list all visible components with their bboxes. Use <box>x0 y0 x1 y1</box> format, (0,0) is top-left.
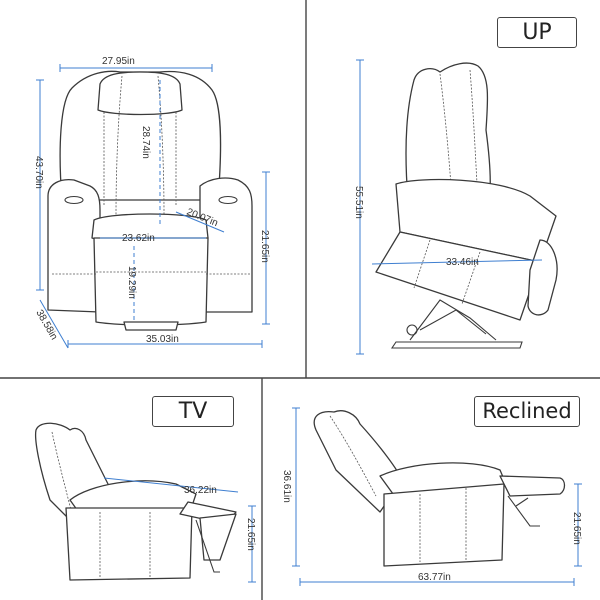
reclined-length-label: 63.77in <box>418 572 451 583</box>
up-dimensions <box>356 59 543 355</box>
tv-dimensions <box>103 477 256 583</box>
reclined-chair <box>313 410 566 567</box>
up-chair <box>375 62 558 349</box>
panel-label-reclined: Reclined <box>474 396 580 427</box>
reclined-height-label: 36.61in <box>281 470 292 503</box>
front-height-label: 43.70in <box>33 156 44 189</box>
tv-length-label: 36.22in <box>184 485 217 496</box>
front-dimensions <box>36 64 270 349</box>
up-height-label: 55.51in <box>353 186 364 219</box>
tv-height-label: 21.65in <box>245 518 256 551</box>
reclined-dimensions <box>292 407 582 586</box>
panel-label-tv: TV <box>152 396 234 427</box>
panel-label-up: UP <box>497 17 577 48</box>
reclined-leg-height-label: 21.65in <box>571 512 582 545</box>
front-total-width-label: 35.03in <box>146 334 179 345</box>
front-seat-height-label: 19.29in <box>126 266 137 299</box>
front-seat-width-label: 23.62in <box>122 233 155 244</box>
front-width-label: 27.95in <box>102 56 135 67</box>
tv-chair <box>34 422 237 581</box>
front-arm-height-label: 21.65in <box>259 230 270 263</box>
front-chair <box>47 70 253 331</box>
front-back-height-label: 28.74in <box>140 126 151 159</box>
up-depth-label: 33.46in <box>446 257 479 268</box>
front-side-depth-label: 38.58in <box>33 308 59 342</box>
